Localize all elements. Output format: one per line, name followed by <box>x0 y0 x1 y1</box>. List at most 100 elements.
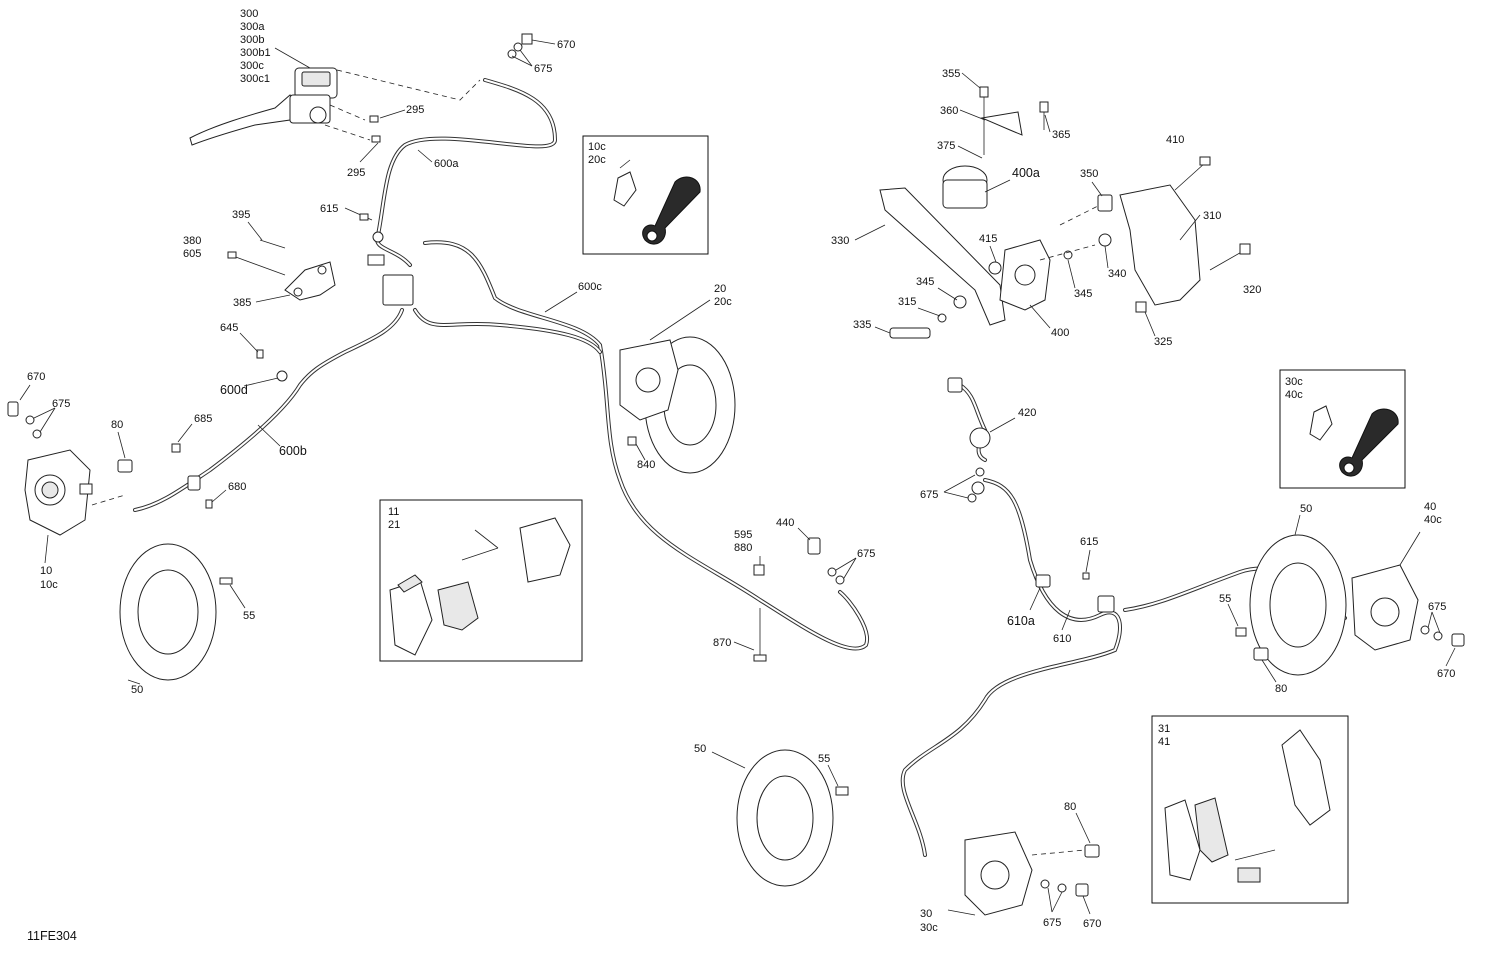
inset-rear-bleed-screw: 30c 40c <box>1279 369 1406 489</box>
rear-master-cylinder-assembly <box>879 86 1251 339</box>
inset-label-11: 11 <box>388 506 399 518</box>
label-40: 40 <box>1424 501 1436 513</box>
label-415: 415 <box>979 233 997 245</box>
label-385: 385 <box>233 297 251 309</box>
label-320: 320 <box>1243 284 1261 296</box>
label-670-left: 670 <box>27 371 45 383</box>
master-cylinder-screws: 295 295 <box>347 104 424 179</box>
label-610: 610 <box>1053 633 1071 645</box>
label-380: 380 <box>183 235 201 247</box>
label-50-mid: 50 <box>694 743 706 755</box>
label-680: 680 <box>228 481 246 493</box>
label-300c: 300c <box>240 60 264 72</box>
rear-sensor-and-fittings: 420 675 615 610a 610 <box>920 377 1115 645</box>
label-840: 840 <box>637 459 655 471</box>
label-300b: 300b <box>240 34 264 46</box>
label-30: 30 <box>920 908 932 920</box>
label-10c: 10c <box>40 579 58 591</box>
label-420: 420 <box>1018 407 1036 419</box>
label-870: 870 <box>713 637 731 649</box>
label-670-top: 670 <box>557 39 575 51</box>
rear-right-brake-disc: 50 <box>1249 503 1347 676</box>
label-675-mid: 675 <box>857 548 875 560</box>
front-left-bleed-parts: 670 675 80 <box>7 371 133 473</box>
mounting-bracket-385: 395 380 605 385 <box>183 209 336 309</box>
rear-left-caliper: 30 30c 80 675 670 <box>920 801 1101 934</box>
label-10: 10 <box>40 565 52 577</box>
hydraulic-junction-block: 615 <box>320 203 414 306</box>
label-330: 330 <box>831 235 849 247</box>
label-440: 440 <box>776 517 794 529</box>
inset-label-31: 31 <box>1158 723 1170 735</box>
label-685: 685 <box>194 413 212 425</box>
label-20c: 20c <box>714 296 732 308</box>
label-600b: 600b <box>279 444 307 458</box>
label-295-a: 295 <box>406 104 424 116</box>
label-50-right: 50 <box>1300 503 1312 515</box>
label-670-bottom: 670 <box>1083 918 1101 930</box>
label-675-r2: 675 <box>1428 601 1446 613</box>
label-345-a: 345 <box>916 276 934 288</box>
label-675-bottom: 675 <box>1043 917 1061 929</box>
label-335: 335 <box>853 319 871 331</box>
label-600c: 600c <box>578 281 602 293</box>
label-360: 360 <box>940 105 958 117</box>
inset-front-bleed-screw: 10c 20c <box>582 135 709 255</box>
rear-right-caliper: 40 40c 55 675 670 80 <box>1219 501 1465 695</box>
label-595: 595 <box>734 529 752 541</box>
label-675-left: 675 <box>52 398 70 410</box>
front-left-caliper: 10 10c <box>24 449 126 591</box>
label-355: 355 <box>942 68 960 80</box>
inset-label-10c: 10c <box>588 141 606 153</box>
fitting-685: 685 680 <box>171 413 246 509</box>
label-340: 340 <box>1108 268 1126 280</box>
rear-master-cylinder-labels: 355 360 365 375 400a 350 410 330 310 415… <box>831 68 1261 348</box>
label-325: 325 <box>1154 336 1172 348</box>
inset-label-41: 41 <box>1158 736 1170 748</box>
label-345-b: 345 <box>1074 288 1092 300</box>
inset-label-30c: 30c <box>1285 376 1303 388</box>
label-55-left: 55 <box>243 610 255 622</box>
label-300b1: 300b1 <box>240 47 271 59</box>
label-55-mid: 55 <box>818 753 830 765</box>
label-600a: 600a <box>434 158 459 170</box>
label-80-left: 80 <box>111 419 123 431</box>
front-right-caliper: 20 20c 840 <box>619 283 732 471</box>
inset-label-21: 21 <box>388 519 400 531</box>
banjo-fitting-top: 670 675 <box>507 33 575 75</box>
label-55-right: 55 <box>1219 593 1231 605</box>
label-615-right: 615 <box>1080 536 1098 548</box>
label-350: 350 <box>1080 168 1098 180</box>
label-675-top: 675 <box>534 63 552 75</box>
diagram-code: 11FE304 <box>27 929 77 943</box>
label-300c1: 300c1 <box>240 73 270 85</box>
label-410: 410 <box>1166 134 1184 146</box>
label-50-left: 50 <box>131 684 143 696</box>
label-315: 315 <box>898 296 916 308</box>
inset-rear-brake-pads: 31 41 <box>1151 715 1349 904</box>
label-310: 310 <box>1203 210 1221 222</box>
label-30c: 30c <box>920 922 938 934</box>
label-300: 300 <box>240 8 258 20</box>
label-80-bottom: 80 <box>1064 801 1076 813</box>
label-675-right: 675 <box>920 489 938 501</box>
inset-label-20c: 20c <box>588 154 606 166</box>
label-400a: 400a <box>1012 166 1040 180</box>
rear-left-brake-disc: 50 55 <box>694 743 849 887</box>
label-615-left: 615 <box>320 203 338 215</box>
master-cylinder-labels: 300 300a 300b 300b1 300c 300c1 <box>240 8 271 85</box>
fitting-645: 645 600d <box>220 322 288 397</box>
inset-label-40c: 40c <box>1285 389 1303 401</box>
label-395: 395 <box>232 209 250 221</box>
label-20: 20 <box>714 283 726 295</box>
label-375: 375 <box>937 140 955 152</box>
label-80-right: 80 <box>1275 683 1287 695</box>
label-365: 365 <box>1052 129 1070 141</box>
label-300a: 300a <box>240 21 265 33</box>
fittings-595-440: 595 880 440 675 870 <box>713 517 875 662</box>
label-610a: 610a <box>1007 614 1035 628</box>
inset-front-brake-pads: 11 21 <box>379 499 583 662</box>
label-295-b: 295 <box>347 167 365 179</box>
master-cylinder-assembly <box>189 47 481 146</box>
label-400: 400 <box>1051 327 1069 339</box>
